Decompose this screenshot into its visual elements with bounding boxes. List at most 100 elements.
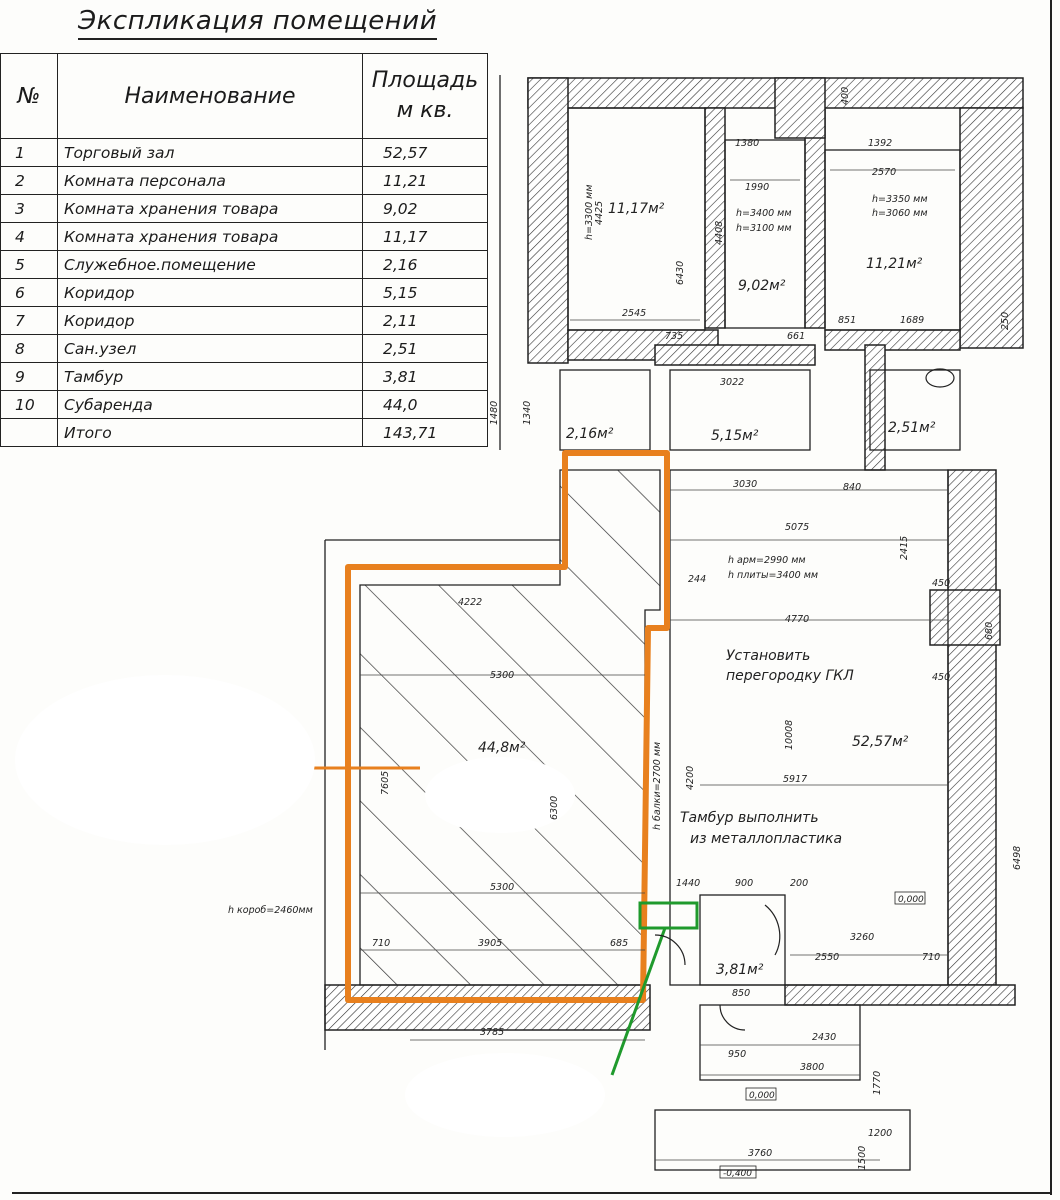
dim-6300: 6300 (549, 796, 560, 820)
room-lines (324, 75, 961, 1171)
dim-710-left: 710 (372, 938, 390, 949)
header-num: № (0, 53, 58, 139)
total-label: Итого (57, 418, 363, 447)
wall-right-upper (959, 107, 1024, 349)
dim-5917: 5917 (783, 774, 807, 785)
dim-685: 685 (610, 938, 628, 949)
explication-title: Экспликация помещений (78, 6, 438, 40)
wall-left-upper (527, 77, 569, 364)
redaction-bottom (405, 1053, 605, 1137)
row-name: Сан.узел (57, 334, 363, 363)
dim-3760: 3760 (748, 1148, 772, 1159)
entrance-green-line (610, 927, 667, 1076)
dim-1440: 1440 (676, 878, 700, 889)
row-name: Тамбур (57, 362, 363, 391)
row-name: Комната хранения товара (57, 194, 363, 223)
dim-200: 200 (790, 878, 808, 889)
dim-2550: 2550 (815, 952, 839, 963)
dim-3905: 3905 (478, 938, 502, 949)
frame-bottom (12, 1192, 1052, 1194)
dim-1990: 1990 (745, 182, 769, 193)
row-name: Субаренда (57, 390, 363, 419)
dim-1480: 1480 (489, 401, 500, 425)
entrance-green-box (638, 901, 699, 930)
level-mark-2: 0,000 (749, 1091, 775, 1101)
dim-6498: 6498 (1012, 846, 1023, 870)
dim-2430: 2430 (812, 1032, 836, 1043)
room4-height: h=3300 мм (584, 184, 595, 240)
row-area: 11,21 (362, 166, 488, 195)
room-5-area: 2,16м² (566, 426, 614, 442)
room-3-area: 9,02м² (738, 278, 786, 294)
toilet-icon (925, 368, 955, 388)
wall-right-pier (929, 589, 1001, 646)
room-9-area: 3,81м² (716, 962, 764, 978)
row-area: 3,81 (362, 362, 488, 391)
door-swings (654, 904, 781, 1031)
wall-room4-3 (704, 107, 726, 329)
dim-950: 950 (728, 1049, 746, 1060)
wall-wc (864, 344, 886, 471)
dim-3022: 3022 (720, 377, 744, 388)
level-box-3 (719, 1165, 757, 1179)
dim-450-top: 450 (932, 578, 950, 589)
wall-room3-2 (804, 107, 826, 329)
room-4-area: 11,17м² (608, 201, 665, 217)
dim-1500: 1500 (857, 1146, 868, 1170)
room3-height-1: h=3400 мм (736, 208, 792, 219)
dim-5300-top: 5300 (490, 670, 514, 681)
dim-3030: 3030 (733, 479, 757, 490)
row-name: Служебное.помещение (57, 250, 363, 279)
partition-note-1: Установить (726, 648, 810, 664)
dim-3800: 3800 (800, 1062, 824, 1073)
level-box-2 (745, 1087, 777, 1101)
room3-height-2: h=3100 мм (736, 223, 792, 234)
room-8-area: 2,51м² (888, 420, 936, 436)
dimension-lines (360, 169, 955, 1161)
row-name: Комната хранения товара (57, 222, 363, 251)
row-area: 5,15 (362, 278, 488, 307)
row-area: 2,16 (362, 250, 488, 279)
header-area-text: Площадь м кв. (371, 68, 479, 123)
wall-right-lower (947, 469, 997, 986)
room-1-area: 52,57м² (852, 734, 909, 750)
redaction-center (425, 757, 575, 833)
vestibule-note-1: Тамбур выполнить (680, 810, 819, 826)
beam-height-note: h балки=2700 мм (652, 742, 663, 830)
dim-900: 900 (735, 878, 753, 889)
total-num-cell (0, 418, 58, 447)
dim-1689: 1689 (900, 315, 924, 326)
dim-4200: 4200 (685, 766, 696, 790)
wall-column-top (774, 77, 826, 139)
level-mark-3: -0,400 (723, 1169, 752, 1179)
room-2-area: 11,21м² (866, 256, 923, 272)
dim-735: 735 (665, 331, 683, 342)
row-num: 6 (0, 278, 58, 307)
room-6-area: 5,15м² (711, 428, 759, 444)
dim-4222: 4222 (458, 597, 482, 608)
row-area: 11,17 (362, 222, 488, 251)
dim-1770: 1770 (872, 1071, 883, 1095)
subrent-orange-outline (345, 450, 670, 1003)
dim-5300-bottom: 5300 (490, 882, 514, 893)
height-arm-note: h арм=2990 мм (728, 555, 806, 566)
dim-4408: 4408 (714, 221, 725, 245)
dim-10008: 10008 (784, 720, 795, 750)
dim-1380: 1380 (735, 138, 759, 149)
row-area: 52,57 (362, 138, 488, 167)
dim-2545: 2545 (622, 308, 646, 319)
dim-3260: 3260 (850, 932, 874, 943)
row-num: 7 (0, 306, 58, 335)
row-area: 9,02 (362, 194, 488, 223)
dim-400: 400 (840, 87, 851, 105)
wall-room2-bottom (824, 329, 961, 351)
dim-1340: 1340 (522, 401, 533, 425)
dim-3785: 3785 (480, 1027, 504, 1038)
